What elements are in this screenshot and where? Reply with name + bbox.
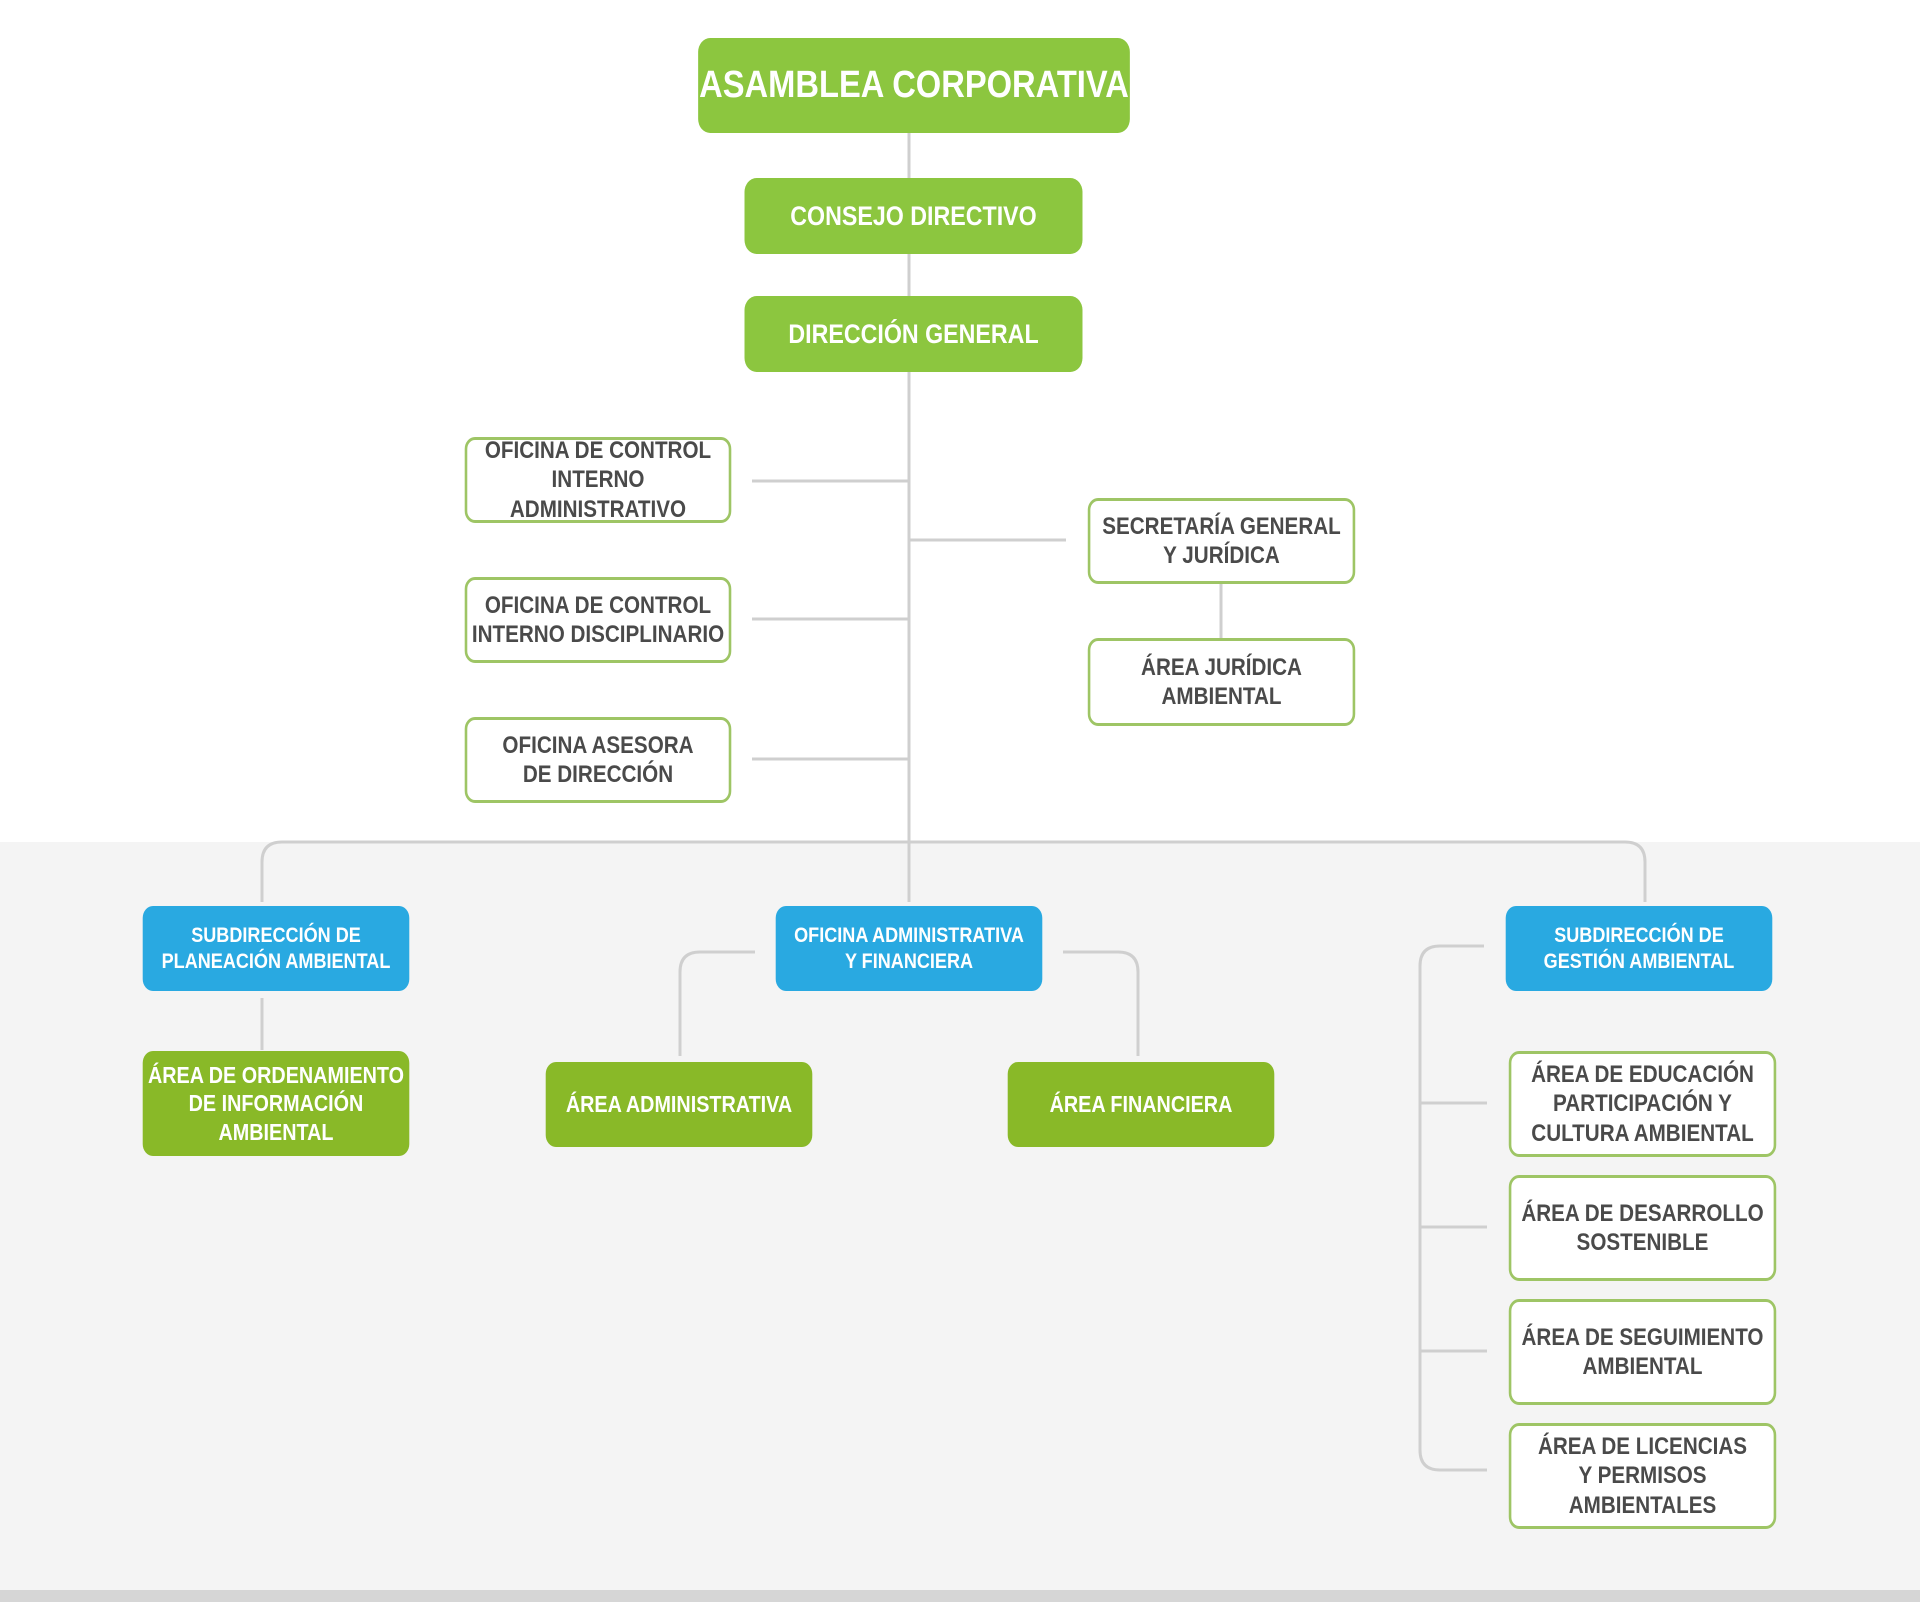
node-asamblea-corporativa: ASAMBLEA CORPORATIVA (698, 38, 1130, 133)
node-label: ÁREA DE SEGUIMIENTO AMBIENTAL (1521, 1323, 1764, 1380)
node-subdireccion-gestion: SUBDIRECCIÓN DE GESTIÓN AMBIENTAL (1505, 906, 1773, 991)
node-area-desarrollo-sostenible: ÁREA DE DESARROLLO SOSTENIBLE (1508, 1175, 1777, 1281)
node-direccion-general: DIRECCIÓN GENERAL (744, 296, 1083, 372)
node-consejo-directivo: CONSEJO DIRECTIVO (744, 178, 1083, 254)
node-area-administrativa: ÁREA ADMINISTRATIVA (545, 1062, 813, 1147)
node-label: ÁREA ADMINISTRATIVA (565, 1091, 793, 1118)
node-area-juridica-ambiental: ÁREA JURÍDICA AMBIENTAL (1087, 638, 1356, 726)
node-label: ÁREA DE DESARROLLO SOSTENIBLE (1521, 1199, 1764, 1256)
node-label: SECRETARÍA GENERAL Y JURÍDICA (1102, 512, 1341, 569)
node-area-educacion: ÁREA DE EDUCACIÓN PARTICIPACIÓN Y CULTUR… (1508, 1051, 1777, 1157)
node-label: OFICINA ADMINISTRATIVA Y FINANCIERA (794, 923, 1024, 973)
connector-gestion-children (1418, 944, 1487, 1472)
node-label: ASAMBLEA CORPORATIVA (699, 64, 1129, 107)
node-control-interno-administrativo: OFICINA DE CONTROL INTERNO ADMINISTRATIV… (464, 437, 732, 523)
connector-horizontal-bus (260, 840, 1647, 902)
node-label: OFICINA DE CONTROL INTERNO ADMINISTRATIV… (484, 437, 712, 523)
node-subdireccion-planeacion: SUBDIRECCIÓN DE PLANEACIÓN AMBIENTAL (142, 906, 410, 991)
node-area-ordenamiento: ÁREA DE ORDENAMIENTO DE INFORMACIÓN AMBI… (142, 1051, 410, 1156)
footer-bar (0, 1590, 1920, 1602)
node-label: OFICINA ASESORA DE DIRECCIÓN (502, 731, 694, 788)
node-area-licencias: ÁREA DE LICENCIAS Y PERMISOS AMBIENTALES (1508, 1423, 1777, 1529)
node-control-interno-disciplinario: OFICINA DE CONTROL INTERNO DISCIPLINARIO (464, 577, 732, 663)
node-area-financiera: ÁREA FINANCIERA (1007, 1062, 1275, 1147)
node-label: CONSEJO DIRECTIVO (790, 200, 1037, 231)
node-label: DIRECCIÓN GENERAL (788, 318, 1039, 349)
node-oficina-asesora: OFICINA ASESORA DE DIRECCIÓN (464, 717, 732, 803)
node-label: SUBDIRECCIÓN DE GESTIÓN AMBIENTAL (1543, 923, 1735, 973)
node-label: OFICINA DE CONTROL INTERNO DISCIPLINARIO (471, 591, 725, 648)
node-label: ÁREA JURÍDICA AMBIENTAL (1141, 653, 1302, 710)
node-secretaria-general: SECRETARÍA GENERAL Y JURÍDICA (1087, 498, 1356, 584)
node-label: ÁREA FINANCIERA (1049, 1091, 1233, 1118)
node-label: ÁREA DE ORDENAMIENTO DE INFORMACIÓN AMBI… (147, 1062, 405, 1145)
node-oficina-administrativa: OFICINA ADMINISTRATIVA Y FINANCIERA (775, 906, 1043, 991)
node-label: ÁREA DE LICENCIAS Y PERMISOS AMBIENTALES (1537, 1433, 1748, 1519)
node-area-seguimiento: ÁREA DE SEGUIMIENTO AMBIENTAL (1508, 1299, 1777, 1405)
node-label: ÁREA DE EDUCACIÓN PARTICIPACIÓN Y CULTUR… (1531, 1061, 1754, 1147)
node-label: SUBDIRECCIÓN DE PLANEACIÓN AMBIENTAL (161, 923, 391, 973)
connector-admin-children (678, 950, 1140, 1056)
